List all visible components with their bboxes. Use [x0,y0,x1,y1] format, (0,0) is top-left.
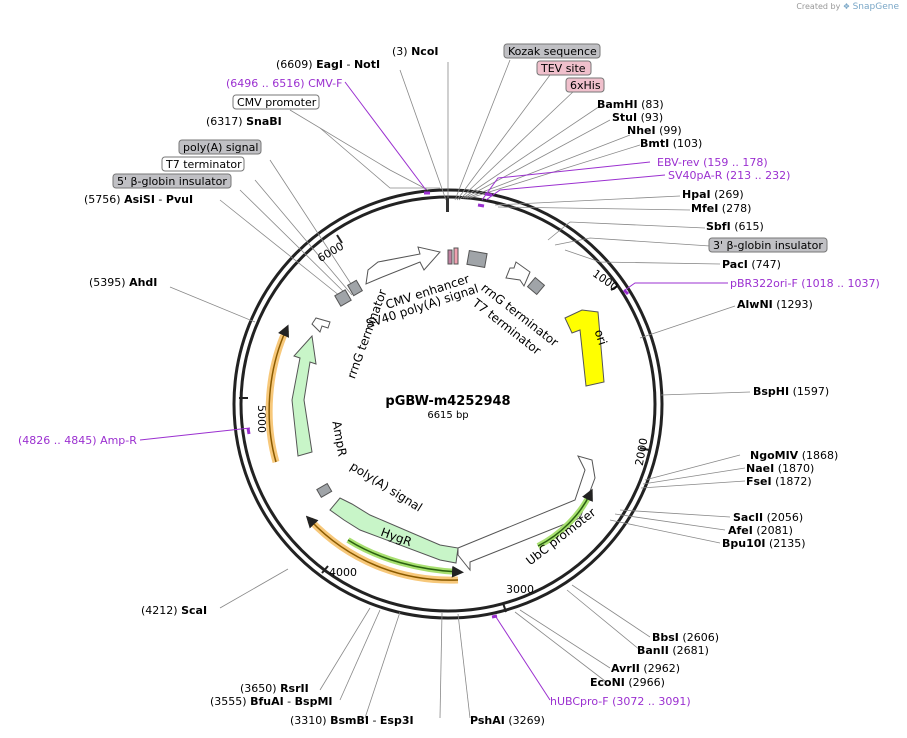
feature-label-ampr: AmpR [329,420,349,458]
enzyme-bsmbi: (3310) BsmBI - Esp3I [290,714,414,727]
boxed-feature-labels: CMV promoter poly(A) signal T7 terminato… [112,43,828,253]
enzyme-pshai: PshAI (3269) [470,714,545,727]
primer-sv40pa-r: SV40pA-R (213 .. 232) [668,169,790,182]
ubc-promoter-arrow [457,455,596,572]
credit-prefix: Created by [796,2,841,11]
credit-brand: SnapGene [852,2,899,12]
enzyme-ngomiv: NgoMIV (1868) [750,449,838,462]
enzyme-nhei: NheI (99) [627,124,682,137]
box-t7-terminator: T7 terminator [165,158,242,171]
enzyme-mfei: MfeI (278) [691,202,751,215]
cmv-enhancer-arrow [365,246,441,285]
enzyme-bfuai: (3555) BfuAI - BspMI [210,695,333,708]
snapgene-logo-icon: ❖ [842,2,851,11]
box-polya-signal: poly(A) signal [183,141,258,154]
feature-label-ori: ori [592,328,610,347]
enzyme-ncoi: (3) NcoI [392,45,438,58]
enzyme-labels: (3) NcoI (6609) EagI - NotI (6317) SnaBI… [84,45,838,727]
enzyme-bbsi: BbsI (2606) [652,631,719,644]
enzyme-afei: AfeI (2081) [728,524,793,537]
enzyme-avrii: AvrII (2962) [611,662,680,675]
feature-label-hygr: HygR [379,525,414,549]
snapgene-credit: Created by ❖ SnapGene [796,2,899,12]
primer-pbr322ori-f: pBR322ori-F (1018 .. 1037) [730,277,880,290]
enzyme-asisi: (5756) AsiSI - PvuI [84,193,193,206]
rrng-terminator-arrow-right [505,261,531,288]
box-6xhis: 6xHis [570,79,601,92]
tick-label-2000: 2000 [633,437,651,467]
primer-hubcpro-f: hUBCpro-F (3072 .. 3091) [550,695,691,708]
box-3-globin-insulator: 3' β-globin insulator [713,239,823,252]
tick-marks [239,234,650,613]
leader-lines [169,59,751,719]
rrng-terminator-arrow-left [311,317,331,333]
box-kozak-sequence: Kozak sequence [508,45,597,58]
enzyme-rsrii: (3650) RsrII [240,682,309,695]
primer-cmv-f: (6496 .. 6516) CMV-F [226,77,342,90]
feature-label-polya-signal-inner: poly(A) signal [348,459,425,514]
enzyme-naei: NaeI (1870) [746,462,814,475]
enzyme-paci: PacI (747) [722,258,781,271]
enzyme-banii: BanII (2681) [637,644,709,657]
enzyme-sacii: SacII (2056) [733,511,803,524]
primer-ebv-rev: EBV-rev (159 .. 178) [657,156,768,169]
feature-label-rrng-terminator-left: rrnG terminator [344,287,389,380]
box-tev-site: TEV site [540,62,586,75]
tick-label-4000: 4000 [329,566,357,579]
enzyme-ahdi: (5395) AhdI [89,276,157,289]
enzyme-bmti: BmtI (103) [640,137,702,150]
enzyme-bamhi: BamHI (83) [597,98,664,111]
cds-bars [265,324,593,584]
enzyme-alwni: AlwNI (1293) [737,298,813,311]
enzyme-eagi: (6609) EagI - NotI [276,58,380,71]
tick-label-3000: 3000 [506,583,534,596]
box-cmv-promoter: CMV promoter [237,96,317,109]
primer-amp-r: (4826 .. 4845) Amp-R [18,434,137,447]
enzyme-sbfi: SbfI (615) [706,220,764,233]
enzyme-snabi: (6317) SnaBI [206,115,282,128]
plasmid-name: pGBW-m4252948 [385,394,510,409]
primer-marks [246,191,630,619]
feature-shapes [291,198,605,572]
plasmid-length: 6615 bp [427,410,468,421]
primer-leaders [139,81,728,701]
enzyme-econi: EcoNI (2966) [590,676,665,689]
enzyme-fsei: FseI (1872) [746,475,812,488]
enzyme-hpai: HpaI (269) [682,188,744,201]
enzyme-bpu10i: Bpu10I (2135) [722,537,806,550]
enzyme-stui: StuI (93) [612,111,663,124]
enzyme-scai: (4212) ScaI [141,604,207,617]
box-5-globin-insulator: 5' β-globin insulator [117,175,227,188]
ori-arrow [564,309,605,387]
enzyme-bsphi: BspHI (1597) [753,385,829,398]
tick-label-6000: 6000 [315,240,346,265]
tick-label-5000: 5000 [255,405,268,433]
hygr-arrow [329,497,459,564]
ampr-arrow [291,334,317,457]
primer-labels: (6496 .. 6516) CMV-F (4826 .. 4845) Amp-… [18,77,880,708]
